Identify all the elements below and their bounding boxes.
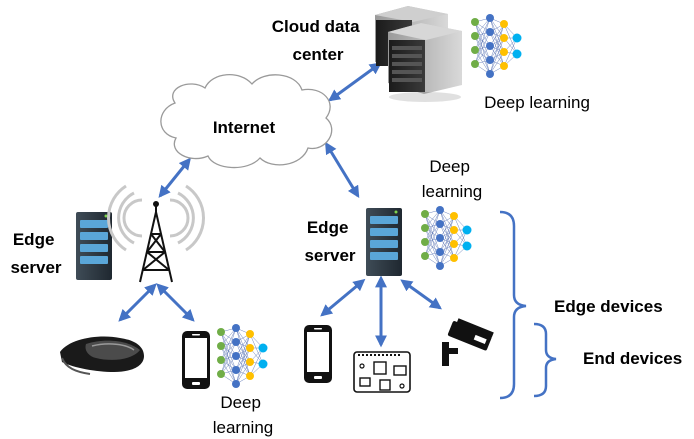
circuit-board-icon bbox=[353, 351, 411, 393]
end-devices-bracket bbox=[533, 322, 557, 398]
smartphone-icon bbox=[182, 331, 210, 389]
edge-devices-bracket bbox=[499, 210, 527, 400]
device-deep-learning-label: Deep learning bbox=[213, 393, 274, 437]
arrow-edge-phone bbox=[320, 278, 366, 317]
server-rack-icon bbox=[375, 6, 462, 102]
edge-server-left-label: Edge server bbox=[10, 230, 61, 277]
device-deep-learning-line1: Deep bbox=[220, 393, 261, 412]
cloud-data-center-line2: center bbox=[292, 45, 343, 64]
edge-devices-label: Edge devices bbox=[554, 297, 663, 316]
arrow-internet-tower bbox=[158, 157, 192, 198]
vr-headset-icon bbox=[60, 336, 144, 375]
internet-label: Internet bbox=[213, 118, 276, 137]
edge-server-left-line2: server bbox=[10, 258, 61, 277]
edge-server-left-line1: Edge bbox=[13, 230, 55, 249]
edge-deep-learning-line1: Deep bbox=[429, 157, 470, 176]
edge-deep-learning-label: Deep learning bbox=[422, 157, 483, 201]
cloud-icon bbox=[160, 74, 333, 169]
security-camera-icon bbox=[442, 318, 494, 366]
cloud-data-center-label: Cloud data center bbox=[272, 17, 365, 64]
cloud-data-center-line1: Cloud data bbox=[272, 17, 360, 36]
arrow-internet-edge-server bbox=[325, 141, 360, 199]
cell-tower-icon bbox=[107, 184, 205, 283]
end-devices-label: End devices bbox=[583, 349, 682, 368]
arrow-tower-phone bbox=[156, 283, 195, 322]
server-tower-icon bbox=[366, 208, 402, 276]
edge-deep-learning-line2: learning bbox=[422, 182, 483, 201]
edge-server-right-line2: server bbox=[304, 246, 355, 265]
server-tower-icon bbox=[76, 212, 112, 280]
arrow-tower-headset bbox=[118, 283, 157, 322]
neural-network-icon bbox=[420, 205, 472, 271]
edge-server-right-line1: Edge bbox=[307, 218, 349, 237]
device-deep-learning-line2: learning bbox=[213, 418, 274, 437]
neural-network-icon bbox=[216, 323, 268, 389]
smartphone-icon bbox=[304, 325, 332, 383]
arrow-cloud-internet bbox=[328, 62, 382, 102]
cloud-deep-learning-label: Deep learning bbox=[484, 93, 590, 112]
neural-network-icon bbox=[470, 13, 522, 79]
edge-server-right-label: Edge server bbox=[304, 218, 355, 265]
arrow-edge-camera bbox=[400, 279, 442, 310]
